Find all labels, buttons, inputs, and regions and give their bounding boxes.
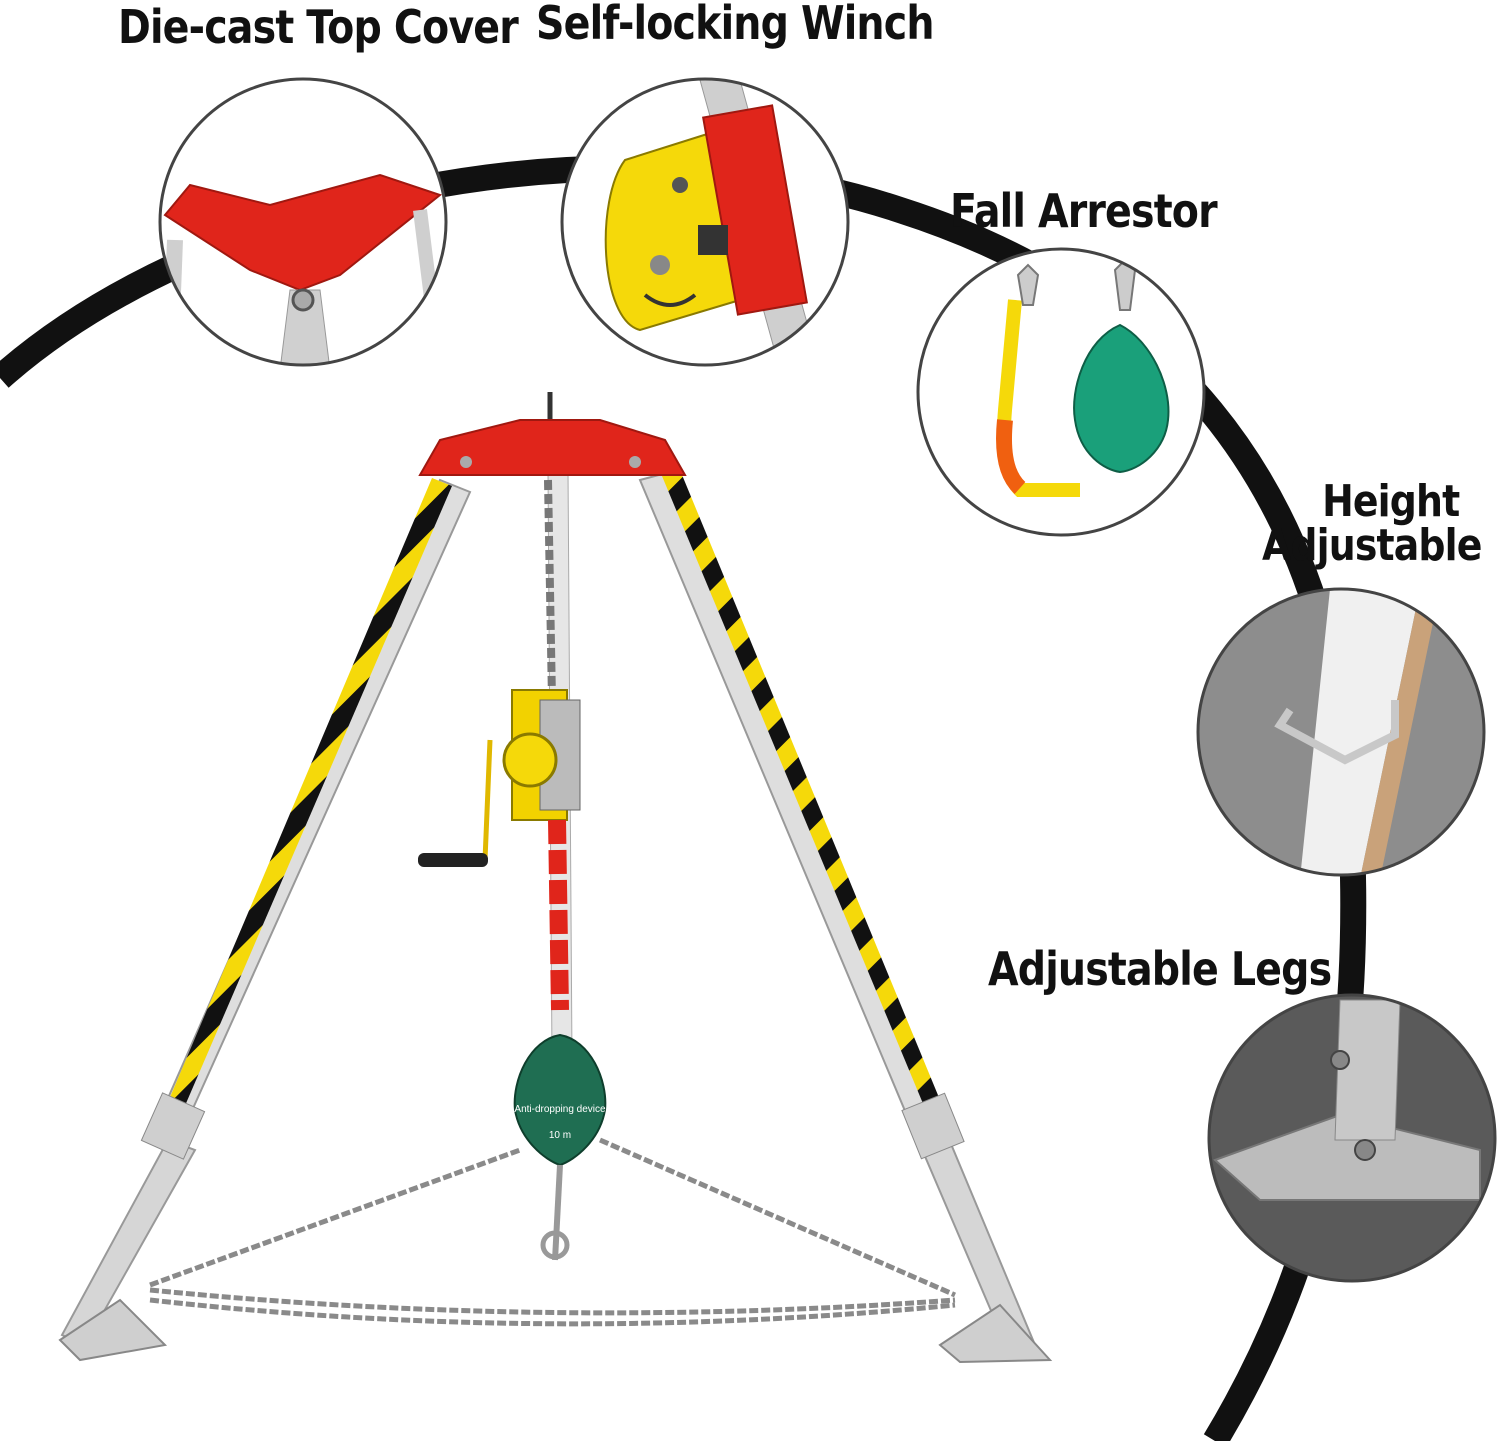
right-foot — [938, 1303, 1053, 1364]
base-chains — [149, 1137, 957, 1327]
device-label-line2: 10 m — [549, 1130, 571, 1141]
winch — [418, 689, 581, 867]
left-foot — [58, 1298, 168, 1362]
lanyard — [548, 819, 569, 1011]
callout-circle-height-adjustable — [1196, 587, 1486, 877]
label-adjustable-legs: Adjustable Legs — [988, 942, 1332, 996]
callout-circle-adjustable-legs — [1207, 993, 1497, 1283]
callout-circle-winch — [560, 77, 850, 367]
top-cover — [418, 392, 687, 476]
callout-circle-fall-arrestor — [916, 247, 1206, 537]
anti-dropping-device: Anti-dropping device 10 m — [513, 1033, 607, 1261]
label-fall-arrestor: Fall Arrestor — [950, 184, 1218, 238]
label-height-line1: Height — [1322, 476, 1460, 527]
tripod: Anti-dropping device 10 m — [58, 392, 1053, 1364]
left-leg — [60, 478, 472, 1347]
hanging-chain — [544, 479, 556, 701]
label-die-cast-top-cover: Die-cast Top Cover — [118, 0, 519, 54]
label-height-line2: Adjustable — [1262, 520, 1482, 571]
callout-circle-top-cover — [158, 77, 448, 367]
device-label-line1: Anti-dropping device — [514, 1104, 606, 1115]
right-leg — [638, 470, 1037, 1357]
label-height-adjustable: Height Adjustable — [1262, 480, 1482, 568]
label-self-locking-winch: Self-locking Winch — [536, 0, 934, 50]
